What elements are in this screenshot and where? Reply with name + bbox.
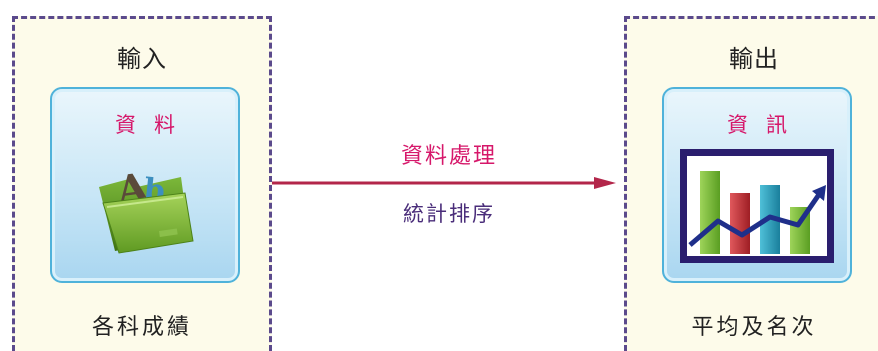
input-card: 資料 A b c xyxy=(50,87,240,283)
output-title: 輸出 xyxy=(729,45,779,73)
output-card: 資訊 xyxy=(662,87,852,283)
output-footer: 平均及名次 xyxy=(691,315,817,340)
input-footer: 各科成績 xyxy=(91,315,192,340)
process-sublabel: 統計排序 xyxy=(403,202,495,226)
input-panel: 輸入 資料 A b c xyxy=(12,16,272,351)
input-title: 輸入 xyxy=(117,45,167,73)
bar-chart-trend-icon xyxy=(680,149,834,263)
abc-folder-icon: A b c xyxy=(99,164,194,254)
output-panel: 輸出 資訊 平均及名次 xyxy=(624,16,878,351)
flow-arrow xyxy=(272,177,616,189)
process-label: 資料處理 xyxy=(400,144,497,169)
input-card-label: 資料 xyxy=(115,113,193,137)
output-card-label: 資訊 xyxy=(727,113,805,137)
